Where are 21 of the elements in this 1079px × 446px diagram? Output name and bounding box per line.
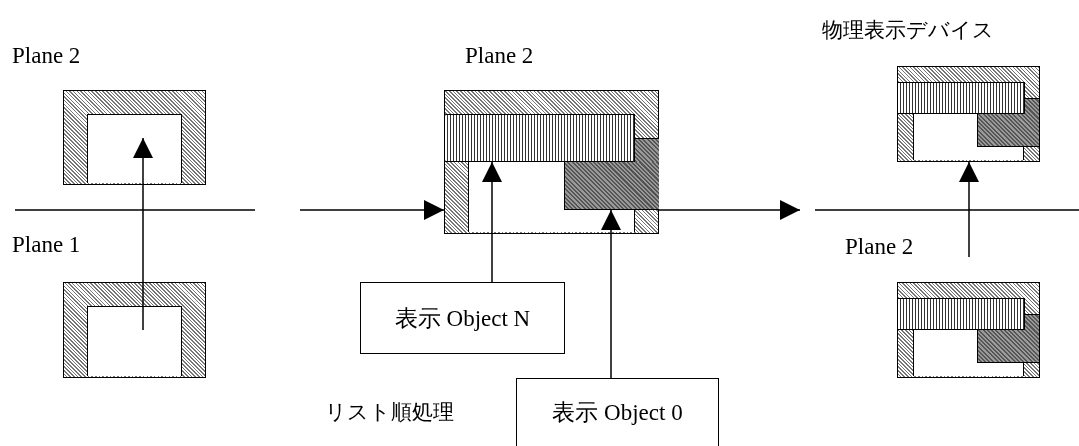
plane-drawing: [63, 90, 206, 185]
object-block: [563, 161, 659, 210]
process-label: リスト順処理: [325, 402, 454, 423]
plane-label: Plane 2: [12, 44, 81, 67]
arrow: [133, 137, 153, 331]
arrow: [299, 200, 445, 220]
object-bar: [443, 113, 635, 162]
object-box: 表示 Object N: [360, 282, 565, 354]
plane-label: Plane 1: [12, 233, 81, 256]
arrow: [959, 161, 979, 258]
object-box: 表示 Object 0: [516, 378, 719, 446]
device-label: 物理表示デバイス: [822, 20, 994, 41]
plane-drawing: [897, 282, 1040, 378]
plane-label: Plane 2: [465, 44, 534, 67]
plane-label: Plane 2: [845, 235, 914, 258]
plane-drawing: [897, 66, 1040, 162]
plane-drawing: [63, 282, 206, 378]
arrow: [601, 209, 621, 379]
arrow: [658, 200, 801, 220]
plane-drawing: [444, 90, 659, 234]
arrow: [482, 161, 502, 283]
